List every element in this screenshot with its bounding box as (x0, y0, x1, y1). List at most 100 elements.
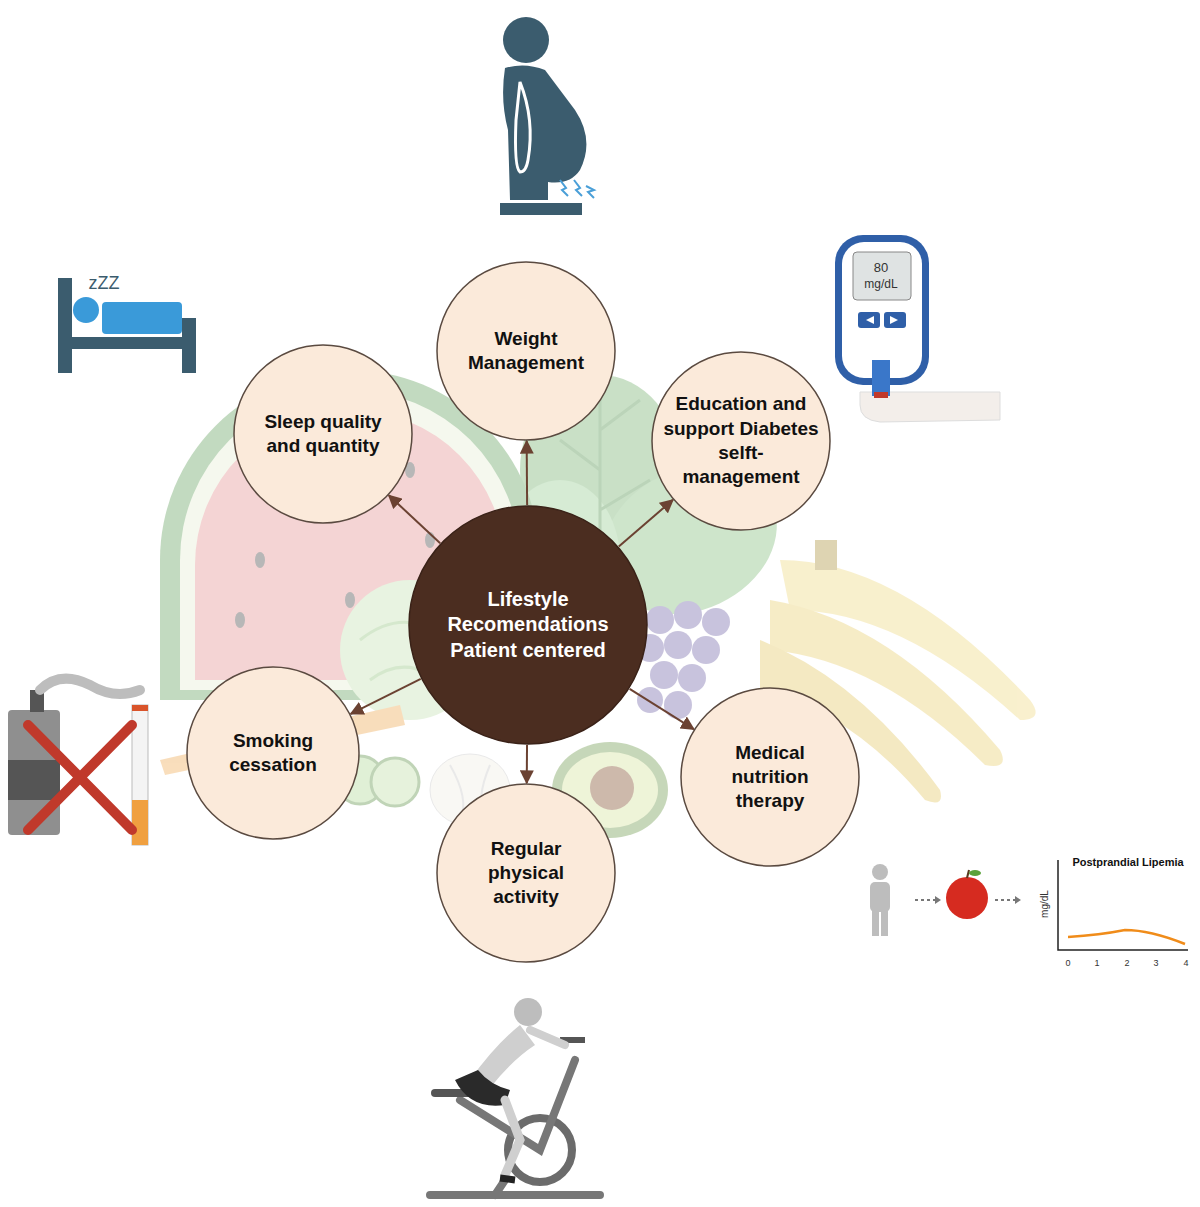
topic-circle: Weight Management (436, 261, 616, 441)
circle-outline (651, 351, 831, 531)
bed-icon-part (58, 337, 196, 349)
meter-reading: 80 (874, 260, 888, 275)
connector-arrow (526, 745, 528, 783)
text-holder: Weight Management (436, 261, 616, 441)
connector-arrow (526, 441, 528, 505)
meter-unit: mg/dL (864, 277, 897, 291)
circle-shape (681, 688, 859, 866)
node-label: Sleep quality and quantity (251, 410, 395, 459)
text-holder: Education and support Diabetes selft-man… (651, 351, 831, 531)
cyclist-icon-part (505, 1100, 520, 1175)
grapes-part (702, 608, 730, 636)
glucometer-icon-part (853, 252, 911, 300)
grapes-part (692, 636, 720, 664)
postprandial-chart-icon-part (1015, 896, 1021, 904)
circle-shape (409, 506, 647, 744)
topic-circle: Smoking cessation (186, 666, 360, 840)
bed-icon-part (58, 278, 72, 373)
axis-tick: 2 (1124, 958, 1129, 968)
chart-title: Postprandial Lipemia (1072, 856, 1183, 868)
axis-tick: 3 (1153, 958, 1158, 968)
node-label: Medical nutrition therapy (702, 741, 838, 814)
bed-icon (58, 278, 196, 373)
postprandial-chart-icon-part (946, 877, 988, 919)
text-holder: Lifestyle Recomendations Patient centere… (408, 505, 648, 745)
grapes-part (646, 606, 674, 634)
circle-shape (234, 345, 412, 523)
node-label: Lifestyle Recomendations Patient centere… (434, 587, 622, 664)
postprandial-chart-icon-part (967, 870, 969, 878)
cucumber-slices-part (371, 758, 419, 806)
glucometer-icon-part (872, 360, 890, 396)
bananas-part (815, 540, 837, 570)
glucometer-icon-part (860, 392, 1000, 422)
grapes-part (637, 687, 663, 713)
axis-label: mg/dL (1039, 890, 1050, 918)
weight-person-icon-part (560, 180, 594, 198)
cyclist-icon-part (514, 998, 542, 1026)
text-holder: Sleep quality and quantity (233, 344, 413, 524)
smoking-icon-part (28, 725, 132, 830)
grapes-part (678, 664, 706, 692)
watermelon-part (345, 592, 355, 608)
weight-person-icon-part (503, 65, 586, 200)
postprandial-chart-icon-part (935, 896, 941, 904)
glucometer-icon-part (866, 316, 898, 324)
cyclist-icon-part (430, 1060, 600, 1195)
cyclist-icon-part (530, 1030, 565, 1045)
postprandial-chart-icon-part (881, 908, 888, 936)
circle-shape (437, 784, 615, 962)
connector-arrow (619, 500, 673, 547)
topic-circle: Education and support Diabetes selft-man… (651, 351, 831, 531)
glucometer-icon-part (842, 242, 922, 378)
grapes-part (664, 631, 692, 659)
postprandial-chart-icon-part (1058, 860, 1188, 950)
axis-tick: 1 (1094, 958, 1099, 968)
axis-tick: 4 (1183, 958, 1188, 968)
text-holder: Smoking cessation (186, 666, 360, 840)
node-label: Smoking cessation (200, 729, 346, 778)
sleep-z-mark: zZZ (89, 273, 120, 294)
postprandial-chart-icon-part (995, 899, 1015, 901)
circle-shape (187, 667, 359, 839)
cyclist-icon-part (500, 1178, 515, 1180)
topic-circle: Regular physical activity (436, 783, 616, 963)
postprandial-chart-icon (870, 860, 1188, 950)
smoking-icon-part (8, 760, 60, 800)
connector-arrow (630, 689, 694, 729)
circle-shape (437, 262, 615, 440)
node-label: Weight Management (450, 327, 602, 376)
smoking-icon-part (132, 800, 148, 845)
postprandial-chart-icon-part (915, 899, 935, 901)
connector-arrow (351, 679, 421, 714)
weight-person-icon (500, 17, 594, 215)
postprandial-chart-icon-part (872, 864, 888, 880)
circle-outline (233, 344, 413, 524)
node-label: Education and support Diabetes selft-man… (663, 392, 819, 489)
smoking-icon-part (132, 705, 148, 711)
topic-circle: Medical nutrition therapy (680, 687, 860, 867)
connector-arrow (389, 495, 440, 543)
glucometer-icon-part (874, 392, 888, 398)
weight-person-icon-part (500, 203, 582, 215)
bed-icon-part (102, 302, 182, 334)
axis-tick: 0 (1065, 958, 1070, 968)
watermelon-part (235, 612, 245, 628)
smoking-icon (8, 679, 148, 845)
food-background (160, 370, 1036, 838)
avocado-part (590, 766, 634, 810)
circle-shape (652, 352, 830, 530)
node-label: Regular physical activity (458, 837, 594, 910)
postprandial-chart-icon-part (870, 882, 890, 912)
grapes-part (674, 601, 702, 629)
text-holder: Medical nutrition therapy (680, 687, 860, 867)
glucometer-icon (835, 235, 1000, 422)
circle-outline (186, 666, 360, 840)
center-circle: Lifestyle Recomendations Patient centere… (408, 505, 648, 745)
postprandial-chart-icon-part (872, 908, 879, 936)
grapes-part (664, 691, 692, 719)
weight-person-icon-part (503, 17, 549, 63)
postprandial-chart-icon-part (969, 870, 981, 876)
cyclist-icon (430, 998, 600, 1195)
